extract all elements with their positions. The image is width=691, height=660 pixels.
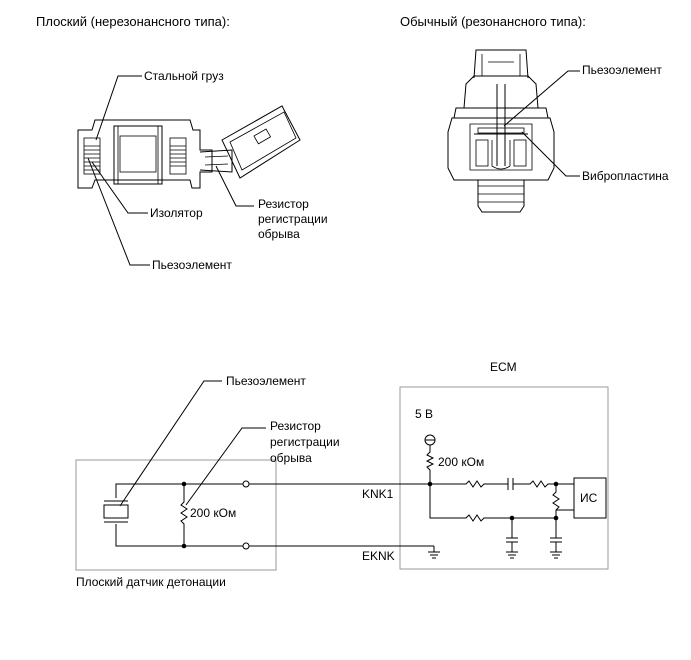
label-piezo-flat: Пьезоэлемент xyxy=(152,258,232,272)
ecm-label: ECM xyxy=(490,360,517,374)
resonant-sensor-drawing xyxy=(447,49,555,213)
leader-piezo-circuit xyxy=(119,380,222,507)
leader-vibration-plate xyxy=(521,131,580,177)
eknk-label: EKNK xyxy=(362,549,395,563)
sensor-box xyxy=(75,459,277,571)
leader-steel-weight xyxy=(95,75,142,141)
resonant-sensor-title: Обычный (резонансного типа): xyxy=(400,14,586,29)
ecm-circuit xyxy=(424,434,607,559)
label-steel-weight: Стальной груз xyxy=(144,69,224,83)
leader-piezo-resonant xyxy=(503,70,580,127)
label-resistor-flat-1: Резистор xyxy=(258,197,309,211)
label-resistor-flat-3: обрыва xyxy=(258,227,300,241)
label-resistor-flat-2: регистрации xyxy=(258,212,328,226)
supply-voltage: 5 В xyxy=(415,407,433,421)
sensor-resistor-value: 200 кОм xyxy=(190,506,236,520)
ic-label: ИС xyxy=(580,491,598,505)
knk1-label: KNK1 xyxy=(362,487,394,501)
ecm-resistor-value: 200 кОм xyxy=(438,455,484,469)
label-vibration-plate: Вибропластина xyxy=(582,169,669,183)
label-insulator: Изолятор xyxy=(150,206,203,220)
label-resistor-circuit-3: обрыва xyxy=(270,451,312,465)
leader-insulator xyxy=(91,161,148,214)
ecm-box xyxy=(399,386,609,570)
flat-sensor-title: Плоский (нерезонансного типа): xyxy=(36,14,230,29)
label-resistor-circuit-1: Резистор xyxy=(270,419,321,433)
label-resistor-circuit-2: регистрации xyxy=(270,435,340,449)
flat-sensor-drawing xyxy=(77,105,301,189)
leader-resistor-circuit xyxy=(185,427,266,506)
leader-piezo-flat xyxy=(87,157,150,266)
label-piezo-circuit: Пьезоэлемент xyxy=(226,374,306,388)
leader-resistor-flat xyxy=(215,165,254,207)
sensor-caption: Плоский датчик детонации xyxy=(76,575,226,589)
label-piezo-resonant: Пьезоэлемент xyxy=(582,63,662,77)
